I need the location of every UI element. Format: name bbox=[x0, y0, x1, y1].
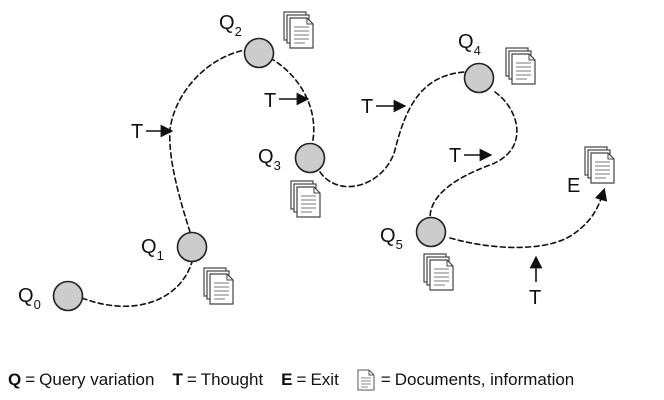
legend-equals: = bbox=[380, 370, 391, 389]
legend-equals: = bbox=[186, 370, 197, 389]
query-node-q0 bbox=[52, 280, 84, 312]
document-icon-exit bbox=[584, 146, 615, 184]
query-label-q0: Q0 bbox=[18, 285, 41, 312]
legend-thought: T = Thought bbox=[172, 370, 263, 390]
legend-query-key: Q bbox=[8, 370, 22, 389]
document-icon-q3 bbox=[290, 180, 321, 218]
query-label-q4: Q4 bbox=[458, 31, 481, 58]
document-icon bbox=[357, 369, 375, 391]
legend: Q = Query variation T = Thought E = Exit… bbox=[8, 369, 592, 391]
svg-text:T: T bbox=[361, 96, 373, 118]
svg-text:T: T bbox=[449, 145, 461, 167]
edge-q1-q2 bbox=[168, 49, 246, 233]
query-node-q1 bbox=[176, 231, 208, 263]
legend-thought-text: Thought bbox=[200, 370, 264, 389]
query-node-q3 bbox=[294, 142, 326, 174]
legend-equals: = bbox=[296, 370, 307, 389]
legend-thought-key: T bbox=[172, 370, 183, 389]
legend-documents-text: Documents, information bbox=[394, 370, 575, 389]
legend-query-text: Query variation bbox=[39, 370, 155, 389]
legend-exit: E = Exit bbox=[281, 370, 339, 390]
legend-documents: = Documents, information bbox=[357, 369, 574, 391]
document-icon-q5 bbox=[423, 253, 454, 291]
svg-text:T: T bbox=[529, 287, 541, 309]
edge-q0-q1 bbox=[81, 261, 193, 307]
edge-q4-q5 bbox=[429, 91, 518, 219]
legend-exit-text: Exit bbox=[310, 370, 339, 389]
edge-q3-q4 bbox=[319, 71, 466, 188]
query-label-q5: Q5 bbox=[380, 225, 403, 252]
svg-text:T: T bbox=[131, 121, 143, 143]
thought-marker-5: T bbox=[529, 255, 543, 309]
document-icon-q2 bbox=[283, 11, 314, 49]
document-icon-q4 bbox=[505, 47, 536, 85]
query-node-q2 bbox=[243, 37, 275, 69]
query-label-q1: Q1 bbox=[141, 236, 164, 263]
query-label-q2: Q2 bbox=[219, 12, 242, 39]
exit-label: E bbox=[567, 175, 580, 197]
query-node-q4 bbox=[463, 62, 495, 94]
thought-marker-2: T bbox=[264, 90, 310, 112]
svg-text:T: T bbox=[264, 90, 276, 112]
legend-exit-key: E bbox=[281, 370, 293, 389]
thought-marker-4: T bbox=[449, 145, 493, 167]
query-label-q3: Q3 bbox=[258, 146, 281, 173]
edge-q2-q3 bbox=[269, 57, 315, 146]
thought-marker-3: T bbox=[361, 96, 407, 118]
legend-equals: = bbox=[25, 370, 36, 389]
legend-query: Q = Query variation bbox=[8, 370, 154, 390]
edge-q5-exit bbox=[449, 187, 608, 249]
query-node-q5 bbox=[415, 216, 447, 248]
thought-marker-1: T bbox=[131, 121, 174, 143]
document-icon-q1 bbox=[203, 267, 234, 305]
